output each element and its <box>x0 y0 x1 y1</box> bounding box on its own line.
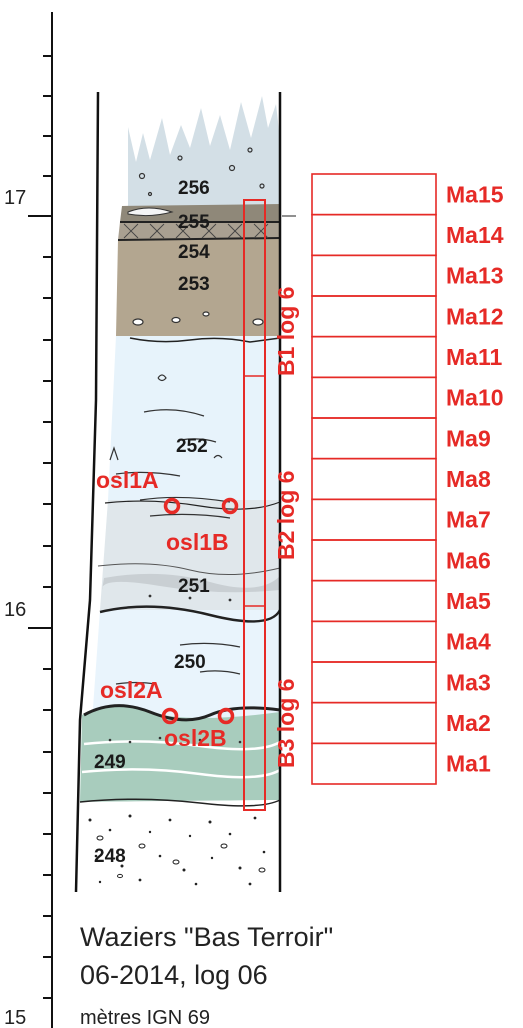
ma-box-ma6 <box>311 539 437 582</box>
sample-label-osl1a: osl1A <box>96 467 159 493</box>
ma-box-ma11 <box>311 335 437 379</box>
layer-256-fill <box>128 96 280 206</box>
ma-label-ma9: Ma9 <box>446 425 491 451</box>
log-b-outline <box>243 199 266 811</box>
ma-label-ma14: Ma14 <box>446 222 504 248</box>
caption-line2: 06-2014, log 06 <box>80 960 268 990</box>
ma-box-ma3 <box>311 661 437 704</box>
ma-label-ma2: Ma2 <box>446 710 491 736</box>
ma-label-ma6: Ma6 <box>446 547 491 573</box>
sample-osl2b-marker <box>217 707 235 725</box>
layer-label-249: 249 <box>94 752 126 773</box>
scale-label-16: 16 <box>4 599 26 621</box>
ma-box-ma12 <box>311 295 437 338</box>
ma-label-ma15: Ma15 <box>446 181 504 207</box>
layer-label-255: 255 <box>178 212 210 233</box>
layer-label-256: 256 <box>178 178 210 199</box>
ma-label-ma1: Ma1 <box>446 751 491 777</box>
ma-grid: Ma15Ma14Ma13Ma12Ma11Ma10Ma9Ma8Ma7Ma6Ma5M… <box>311 173 504 785</box>
sample-label-osl2b: osl2B <box>164 725 227 751</box>
ma-box-ma15 <box>311 173 437 216</box>
sample-osl1a-marker <box>163 497 181 515</box>
scale-label-15: 15 <box>4 1007 26 1028</box>
layer-249-fill <box>80 706 280 802</box>
sample-osl2a-marker <box>161 707 179 725</box>
ma-label-ma4: Ma4 <box>446 629 491 655</box>
ma-box-ma8 <box>311 457 437 501</box>
sample-osl1b-marker <box>221 497 239 515</box>
ma-box-ma10 <box>311 376 437 419</box>
ma-box-ma7 <box>311 498 437 541</box>
layer-251-band <box>101 573 280 593</box>
ma-label-ma3: Ma3 <box>446 669 491 695</box>
caption-line1: Waziers "Bas Terroir" <box>80 922 333 952</box>
ma-box-ma4 <box>311 620 437 663</box>
log-columns <box>243 199 266 811</box>
sample-markers <box>161 497 239 725</box>
ma-label-ma11: Ma11 <box>446 344 502 370</box>
log-label-b3: B3 log 6 <box>273 679 299 768</box>
ma-box-ma2 <box>311 701 437 745</box>
layer-label-254: 254 <box>178 242 210 263</box>
layer-250-fill <box>92 610 280 722</box>
layer-253-fill <box>116 238 280 336</box>
scale-label-17: 17 <box>4 187 26 209</box>
ma-box-ma5 <box>311 579 437 623</box>
ma-label-ma12: Ma12 <box>446 303 504 329</box>
ma-label-ma8: Ma8 <box>446 466 491 492</box>
log-label-b1: B1 log 6 <box>273 287 299 376</box>
ma-box-ma1 <box>311 742 437 785</box>
layer-248-fill <box>78 800 280 892</box>
log-label-b2: B2 log 6 <box>273 471 299 560</box>
layer-label-248: 248 <box>94 846 126 867</box>
layer-label-252: 252 <box>176 436 208 457</box>
ma-box-ma14 <box>311 213 437 257</box>
ma-box-ma9 <box>311 417 437 460</box>
sediment-column <box>74 91 282 893</box>
elevation-scale <box>28 12 53 1028</box>
ma-label-ma10: Ma10 <box>446 385 504 411</box>
ma-box-ma13 <box>311 254 437 297</box>
layer-label-251: 251 <box>178 576 210 597</box>
ma-label-ma13: Ma13 <box>446 263 504 289</box>
layer-252-fill <box>108 336 280 500</box>
layer-label-250: 250 <box>174 652 206 673</box>
ma-label-ma5: Ma5 <box>446 588 491 614</box>
sample-label-osl1b: osl1B <box>166 529 229 555</box>
lens-255 <box>127 207 174 217</box>
sample-label-osl2a: osl2A <box>100 677 163 703</box>
layer-label-253: 253 <box>178 274 210 295</box>
ma-label-ma7: Ma7 <box>446 507 491 533</box>
unit-label: mètres IGN 69 <box>80 1007 210 1028</box>
